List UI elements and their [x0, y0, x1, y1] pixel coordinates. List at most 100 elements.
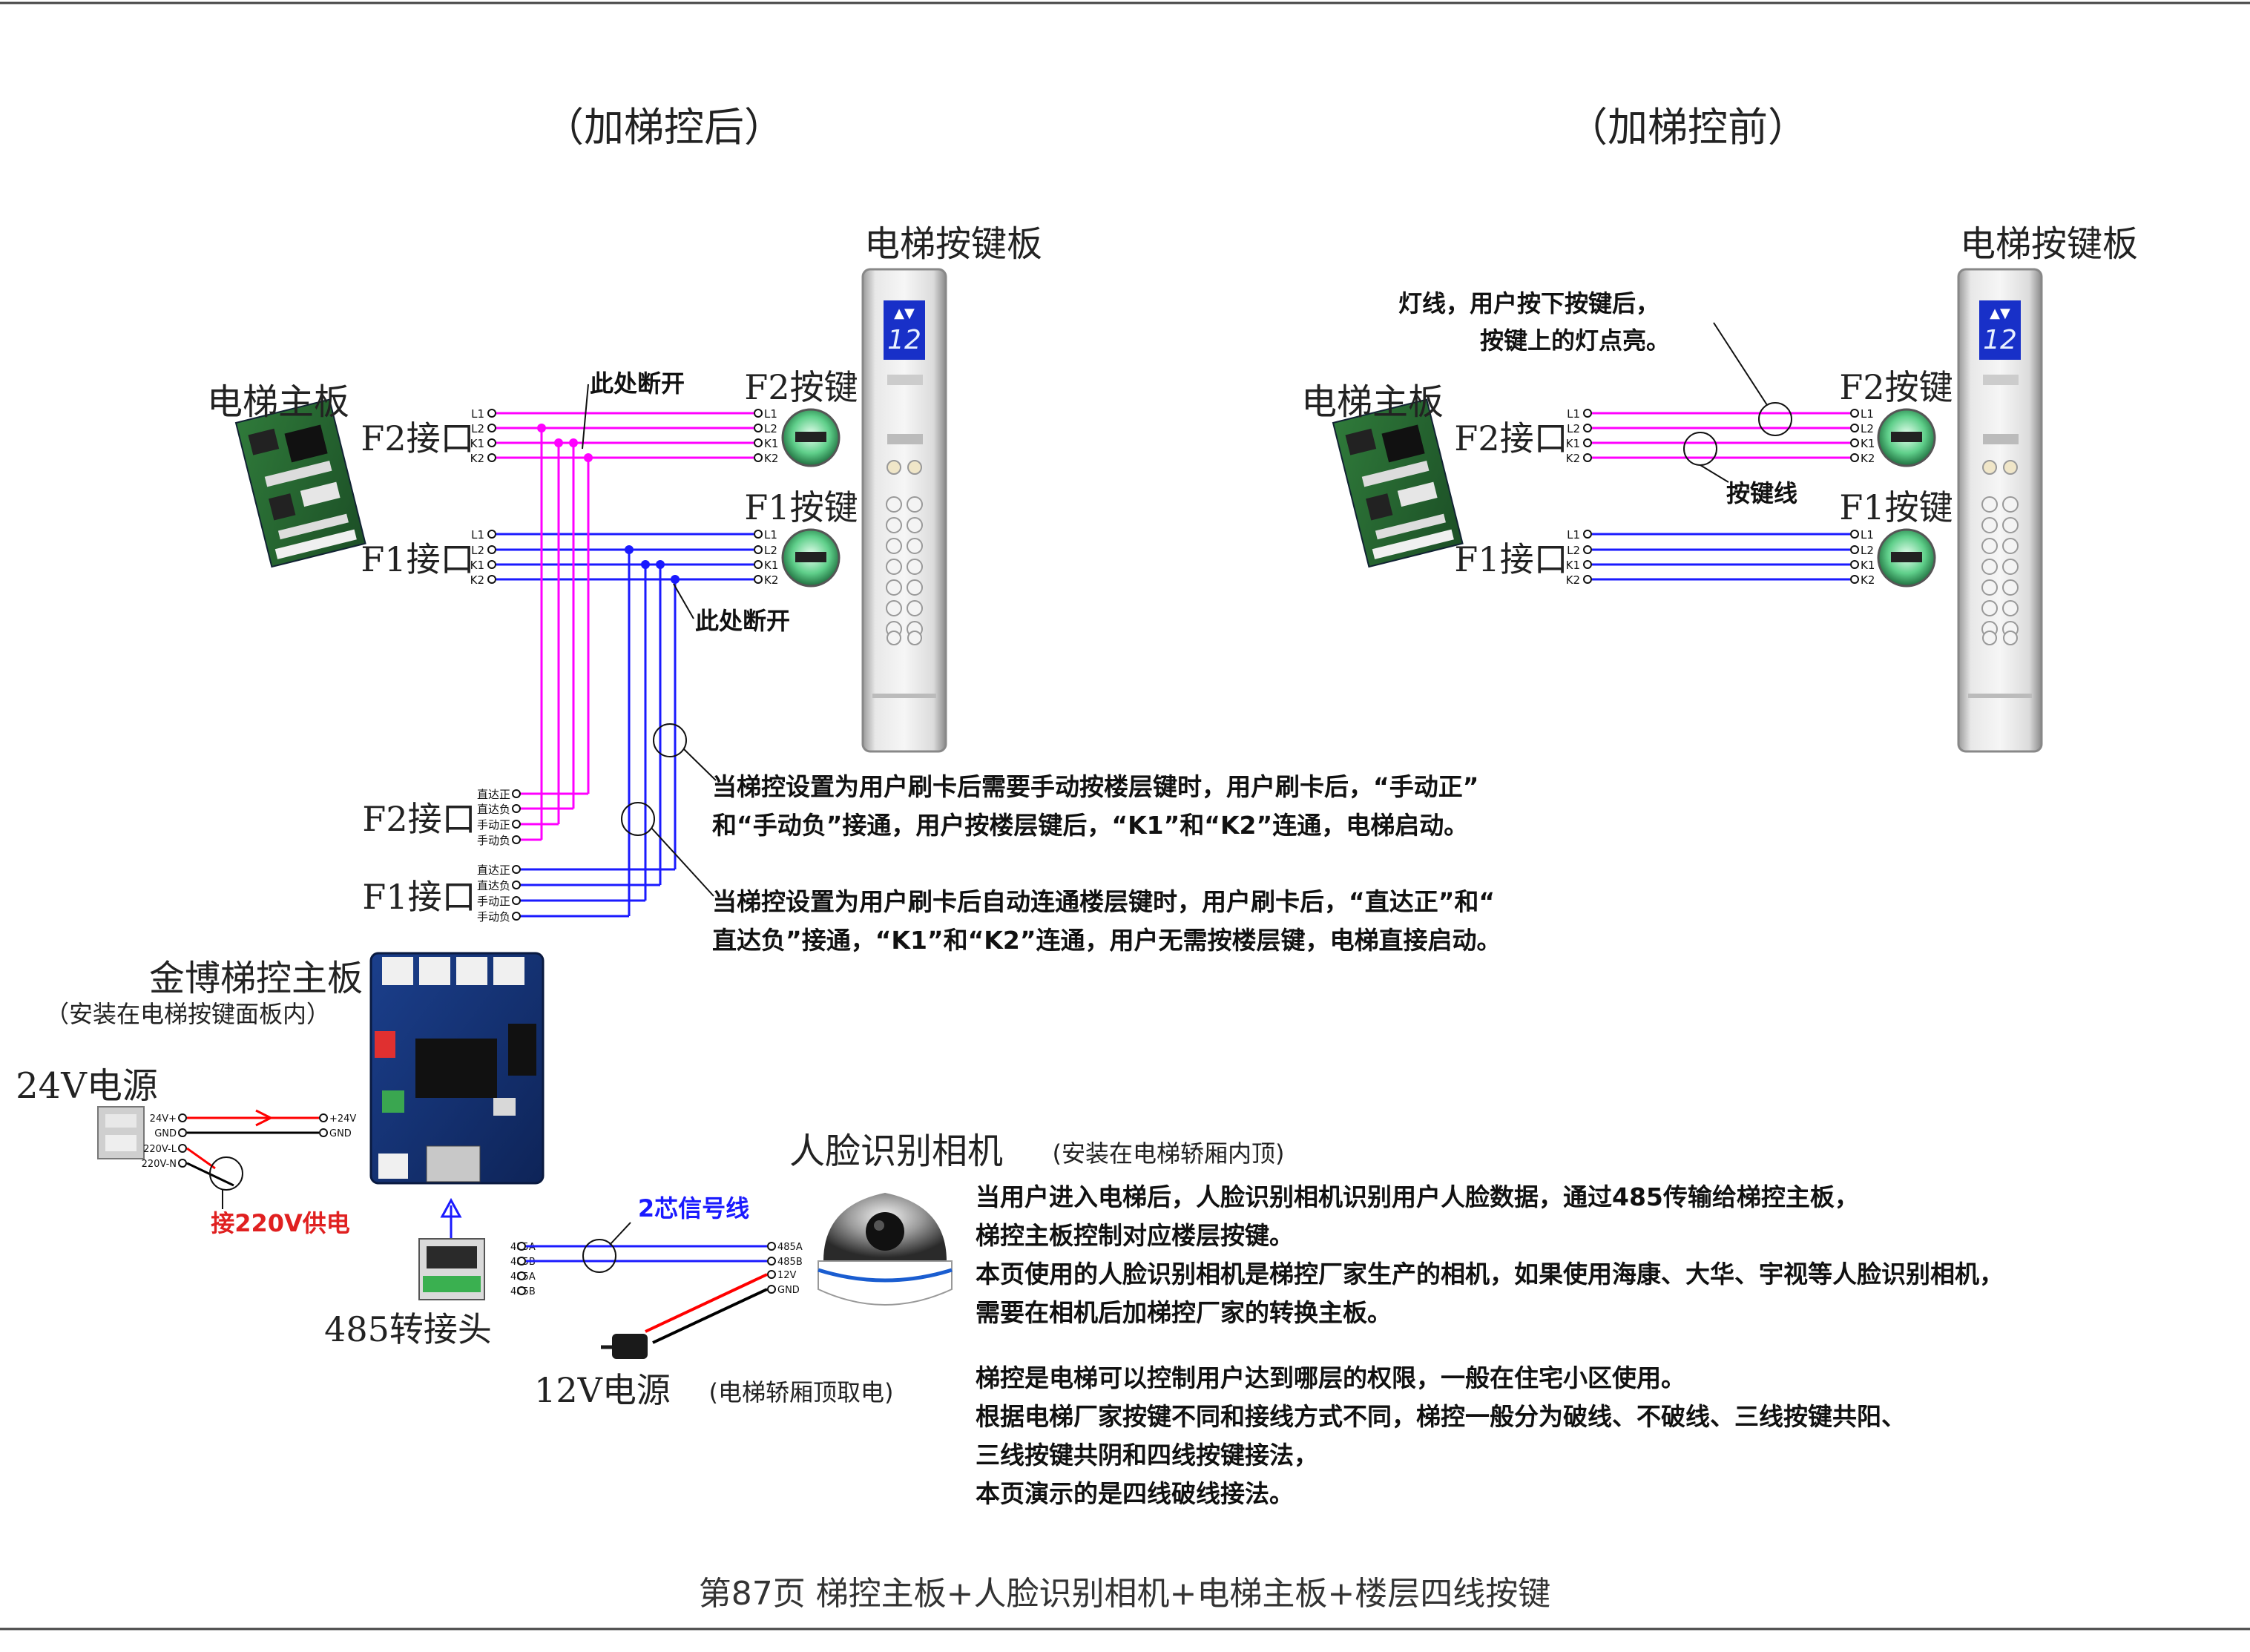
note-camera: 当用户进入电梯后，人脸识别相机识别用户人脸数据，通过485传输给梯控主板， 梯控…	[976, 1178, 2004, 1332]
power12-label: 12V电源	[534, 1370, 671, 1410]
junction-dot	[671, 575, 680, 584]
door-open-icon	[1982, 460, 1997, 475]
alarm-button-icon	[886, 631, 901, 645]
pin-f2	[754, 453, 763, 462]
power24-label: 24V电源	[16, 1065, 158, 1107]
pin-label-k1-f2: K1	[764, 437, 778, 450]
pin-label-k2-f1: K2	[1861, 573, 1875, 587]
power220-label: 接220V供电	[211, 1209, 350, 1237]
pin-f1	[754, 560, 763, 569]
elevator-button-panel-after: 12 ▲▼	[861, 268, 947, 753]
floor-button-icon	[1981, 579, 1998, 596]
power24-supply	[97, 1106, 145, 1159]
camera-pin	[767, 1257, 776, 1266]
f1-button-before	[1877, 528, 1936, 588]
pin-f1	[1583, 560, 1592, 569]
power12-sublabel: (电梯轿厢顶取电)	[709, 1378, 894, 1406]
door-open-icon	[886, 460, 901, 475]
pin-label-k1-f1: K1	[764, 559, 778, 572]
floor-button-icon	[886, 538, 902, 554]
ctrl-pin-label-f2: 直达正	[477, 788, 510, 801]
ctrl-pin-f2	[512, 789, 521, 798]
door-close-icon	[907, 460, 922, 475]
pin-label-l1-f1: L1	[764, 528, 777, 542]
break-label-top: 此处断开	[590, 369, 685, 398]
adapter-pin	[517, 1286, 526, 1295]
f1-port-label-before: F1接口	[1454, 539, 1568, 579]
camera-pin	[767, 1270, 776, 1279]
floor-button-icon	[886, 517, 902, 533]
floor-display-digit: 12	[887, 325, 921, 355]
camera-pin-label: 485B	[777, 1257, 803, 1268]
camera-subtitle: (安装在电梯轿厢内顶)	[1053, 1139, 1285, 1168]
pin-f1	[754, 530, 763, 539]
ctrl-f1-port-label: F1接口	[362, 877, 476, 917]
ctrl-f2-port-label: F2接口	[362, 799, 476, 839]
pin-f2	[1583, 409, 1592, 418]
power24-out-pin	[319, 1128, 328, 1137]
pin-f2	[1583, 438, 1592, 447]
junction-dot	[569, 438, 578, 447]
pin-f1	[487, 560, 496, 569]
f2-button-label-before: F2按键	[1839, 367, 1953, 407]
controller-subtitle: （安装在电梯按键面板内）	[45, 1000, 330, 1028]
floor-button-icon	[907, 579, 923, 596]
rs485-adapter	[418, 1238, 485, 1300]
svg-text:▲▼: ▲▼	[894, 306, 915, 321]
pin-label-l1-f2: L1	[1861, 407, 1874, 421]
ctrl-pin-f2	[512, 804, 521, 813]
note-camera-line2: 梯控主板控制对应楼层按键。	[976, 1221, 1294, 1250]
pin-f2	[487, 424, 496, 432]
elevator-mainboard-before	[1332, 398, 1464, 568]
power24-pin	[178, 1113, 187, 1122]
floor-button-icon	[2002, 579, 2019, 596]
ctrl-pin-label-f1: 直达负	[477, 879, 510, 892]
f2-button-after	[781, 408, 841, 467]
callout-circle-auto	[621, 802, 655, 836]
pin-f2	[754, 424, 763, 432]
door-close-icon	[2003, 460, 2018, 475]
adapter485-label: 485转接头	[324, 1309, 492, 1349]
pin-f2	[487, 453, 496, 462]
floor-button-icon	[2002, 559, 2019, 575]
floor-button-icon	[907, 496, 923, 513]
f2-button-label-after: F2按键	[744, 367, 858, 407]
pin-label-l2-f1: L2	[1567, 544, 1580, 557]
note-camera-line4: 需要在相机后加梯控厂家的转换主板。	[976, 1298, 1392, 1327]
floor-button-icon	[1981, 517, 1998, 533]
pin-label-l2-f2: L2	[1567, 422, 1580, 435]
ctrl-pin-f1	[512, 865, 521, 874]
adapter-pin	[517, 1242, 526, 1251]
rs485-wiring: 485A485B485A485B485A485B12VGND	[510, 1242, 803, 1344]
floor-button-icon	[886, 579, 902, 596]
junction-dot	[537, 424, 546, 432]
floor-button-icon	[907, 559, 923, 575]
f2-port-label-before: F2接口	[1454, 418, 1568, 458]
pin-label-l2-f1: L2	[764, 544, 777, 557]
adapter-pin	[517, 1271, 526, 1280]
floor-button-icon	[2002, 517, 2019, 533]
note-manual: 当梯控设置为用户刷卡后需要手动按楼层键时，用户刷卡后，“手动正” 和“手动负”接…	[712, 768, 1478, 845]
note-info-line4: 本页演示的是四线破线接法。	[976, 1479, 1294, 1508]
pin-label-k1-f1: K1	[1861, 559, 1875, 572]
note-auto: 当梯控设置为用户刷卡后自动连通楼层键时，用户刷卡后，“直达正”和“ 直达负”接通…	[712, 883, 1501, 960]
pin-label-k2-f2: K2	[470, 452, 484, 465]
title-before: （加梯控前）	[1568, 104, 1808, 151]
camera-pin-label: GND	[777, 1285, 800, 1296]
pin-label-l1-f1: L1	[1861, 528, 1874, 542]
power24-out-pin	[319, 1113, 328, 1122]
title-after: （加梯控后）	[544, 104, 784, 151]
call-button-icon	[907, 631, 922, 645]
controller-title: 金博梯控主板	[149, 958, 363, 999]
pin-label-l1-f2: L1	[1567, 407, 1580, 421]
power24-pin	[178, 1128, 187, 1137]
junction-dot	[584, 453, 593, 462]
floor-display-digit: 12	[1983, 325, 2017, 355]
svg-text:▲▼: ▲▼	[1990, 306, 2010, 321]
junction-dot	[656, 560, 665, 569]
pin-f1	[487, 545, 496, 554]
ctrl-pin-label-f1: 手动正	[477, 895, 510, 908]
pin-f2	[754, 438, 763, 447]
